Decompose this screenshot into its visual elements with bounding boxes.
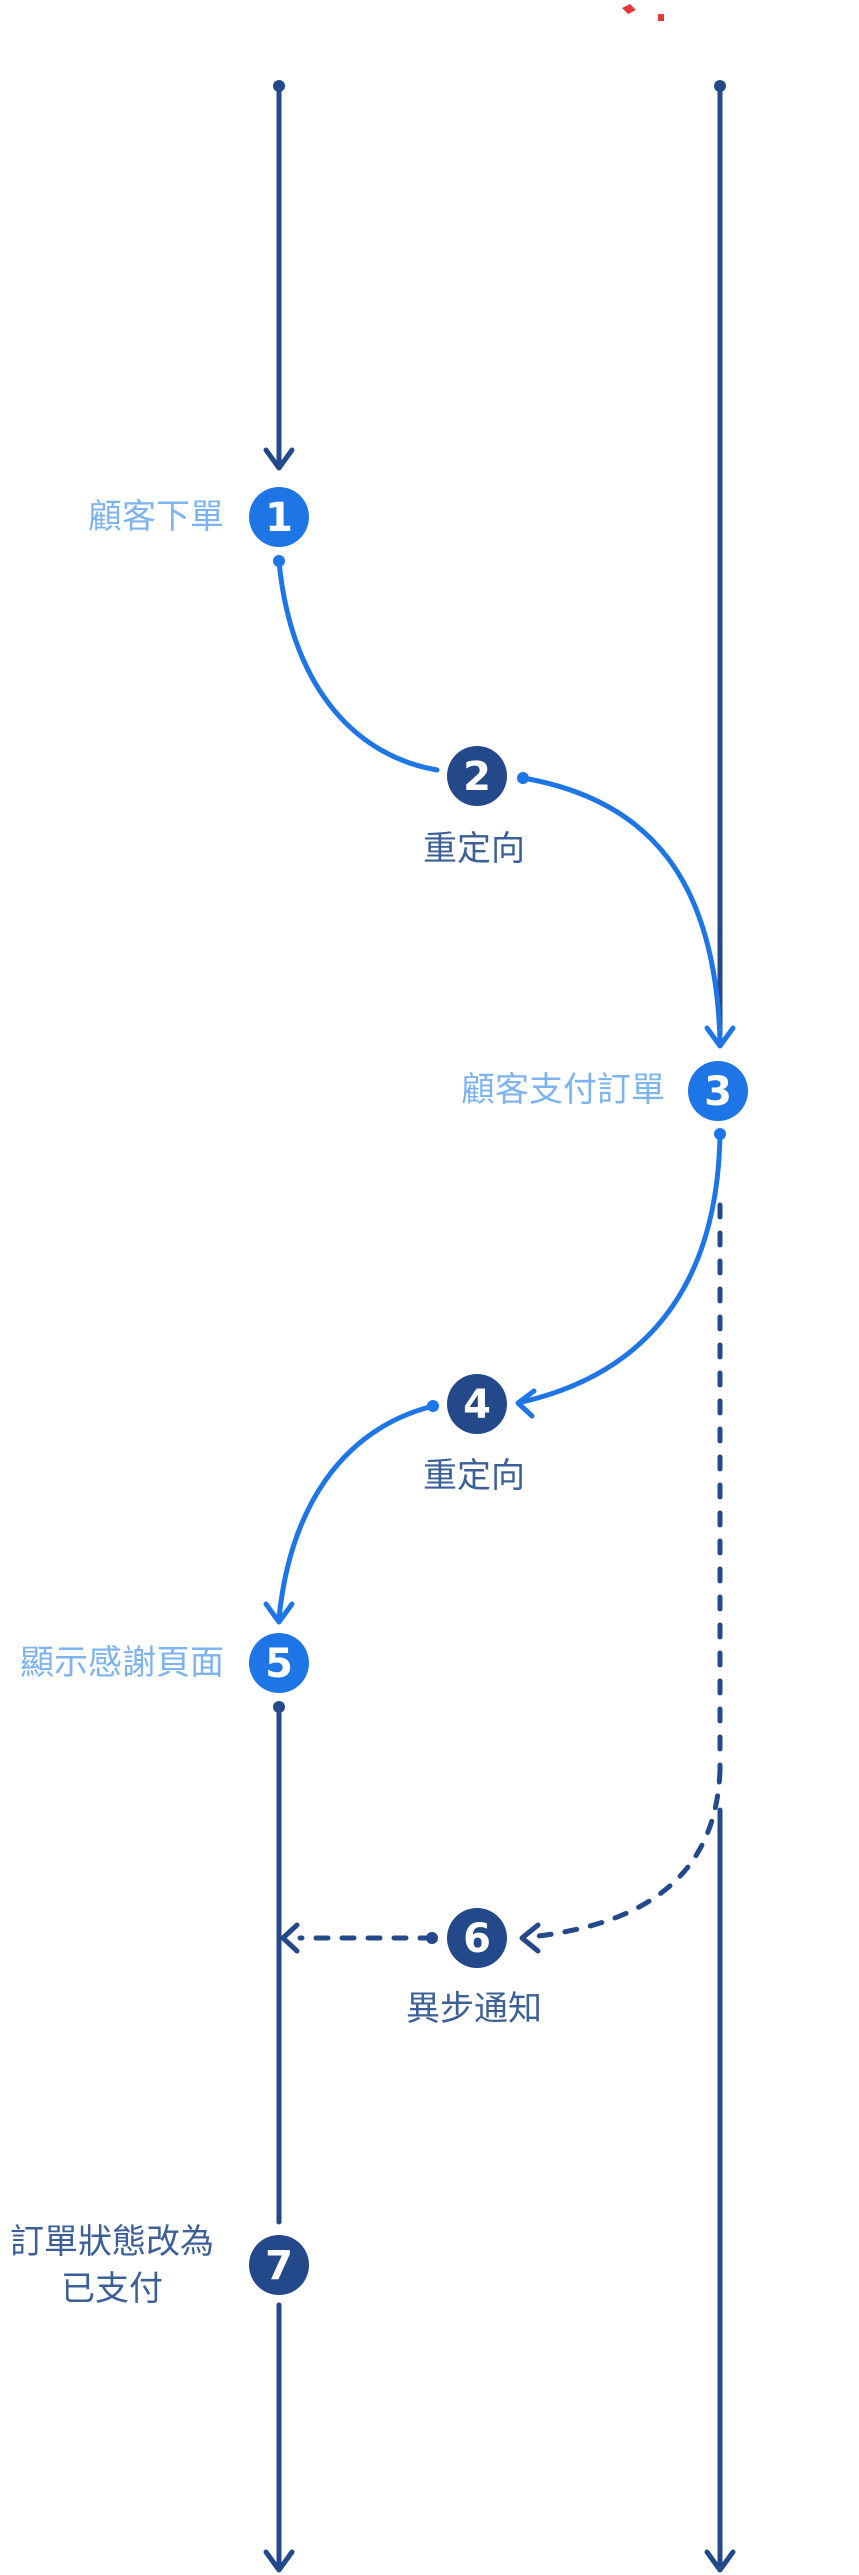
- step-label: 重定向: [423, 1456, 525, 1496]
- top-decoration: [622, 4, 664, 21]
- step-number: 4: [463, 1382, 491, 1428]
- step-node-4: 4 重定向: [423, 1374, 525, 1496]
- step-number: 6: [463, 1916, 491, 1962]
- step-label-line-1: 訂單狀態改為: [10, 2222, 214, 2262]
- step-label: 重定向: [423, 829, 525, 869]
- step-node-5: 5 顯示感謝頁面: [20, 1633, 309, 1693]
- left-lane: [263, 80, 295, 2573]
- right-lane: [704, 80, 736, 2573]
- step-node-7: 7 訂單狀態改為 已支付: [10, 2222, 309, 2309]
- step-label: 顧客支付訂單: [461, 1070, 665, 1110]
- step-label: 異步通知: [406, 1989, 542, 2029]
- step-node-3: 3 顧客支付訂單: [461, 1061, 748, 1121]
- step-number: 5: [265, 1641, 293, 1687]
- step-label: 顯示感謝頁面: [20, 1643, 224, 1683]
- step-label-line-2: 已支付: [61, 2269, 163, 2309]
- step-number: 7: [265, 2243, 293, 2289]
- step-number: 3: [704, 1069, 732, 1115]
- step-label: 顧客下單: [88, 497, 224, 537]
- flow-curves: [263, 555, 736, 1625]
- step-node-1: 1 顧客下單: [88, 487, 309, 547]
- step-node-2: 2 重定向: [423, 746, 525, 869]
- async-curve: [280, 1767, 723, 1954]
- step-node-6: 6 異步通知: [406, 1908, 542, 2029]
- step-number: 2: [463, 754, 491, 800]
- step-number: 1: [265, 495, 293, 541]
